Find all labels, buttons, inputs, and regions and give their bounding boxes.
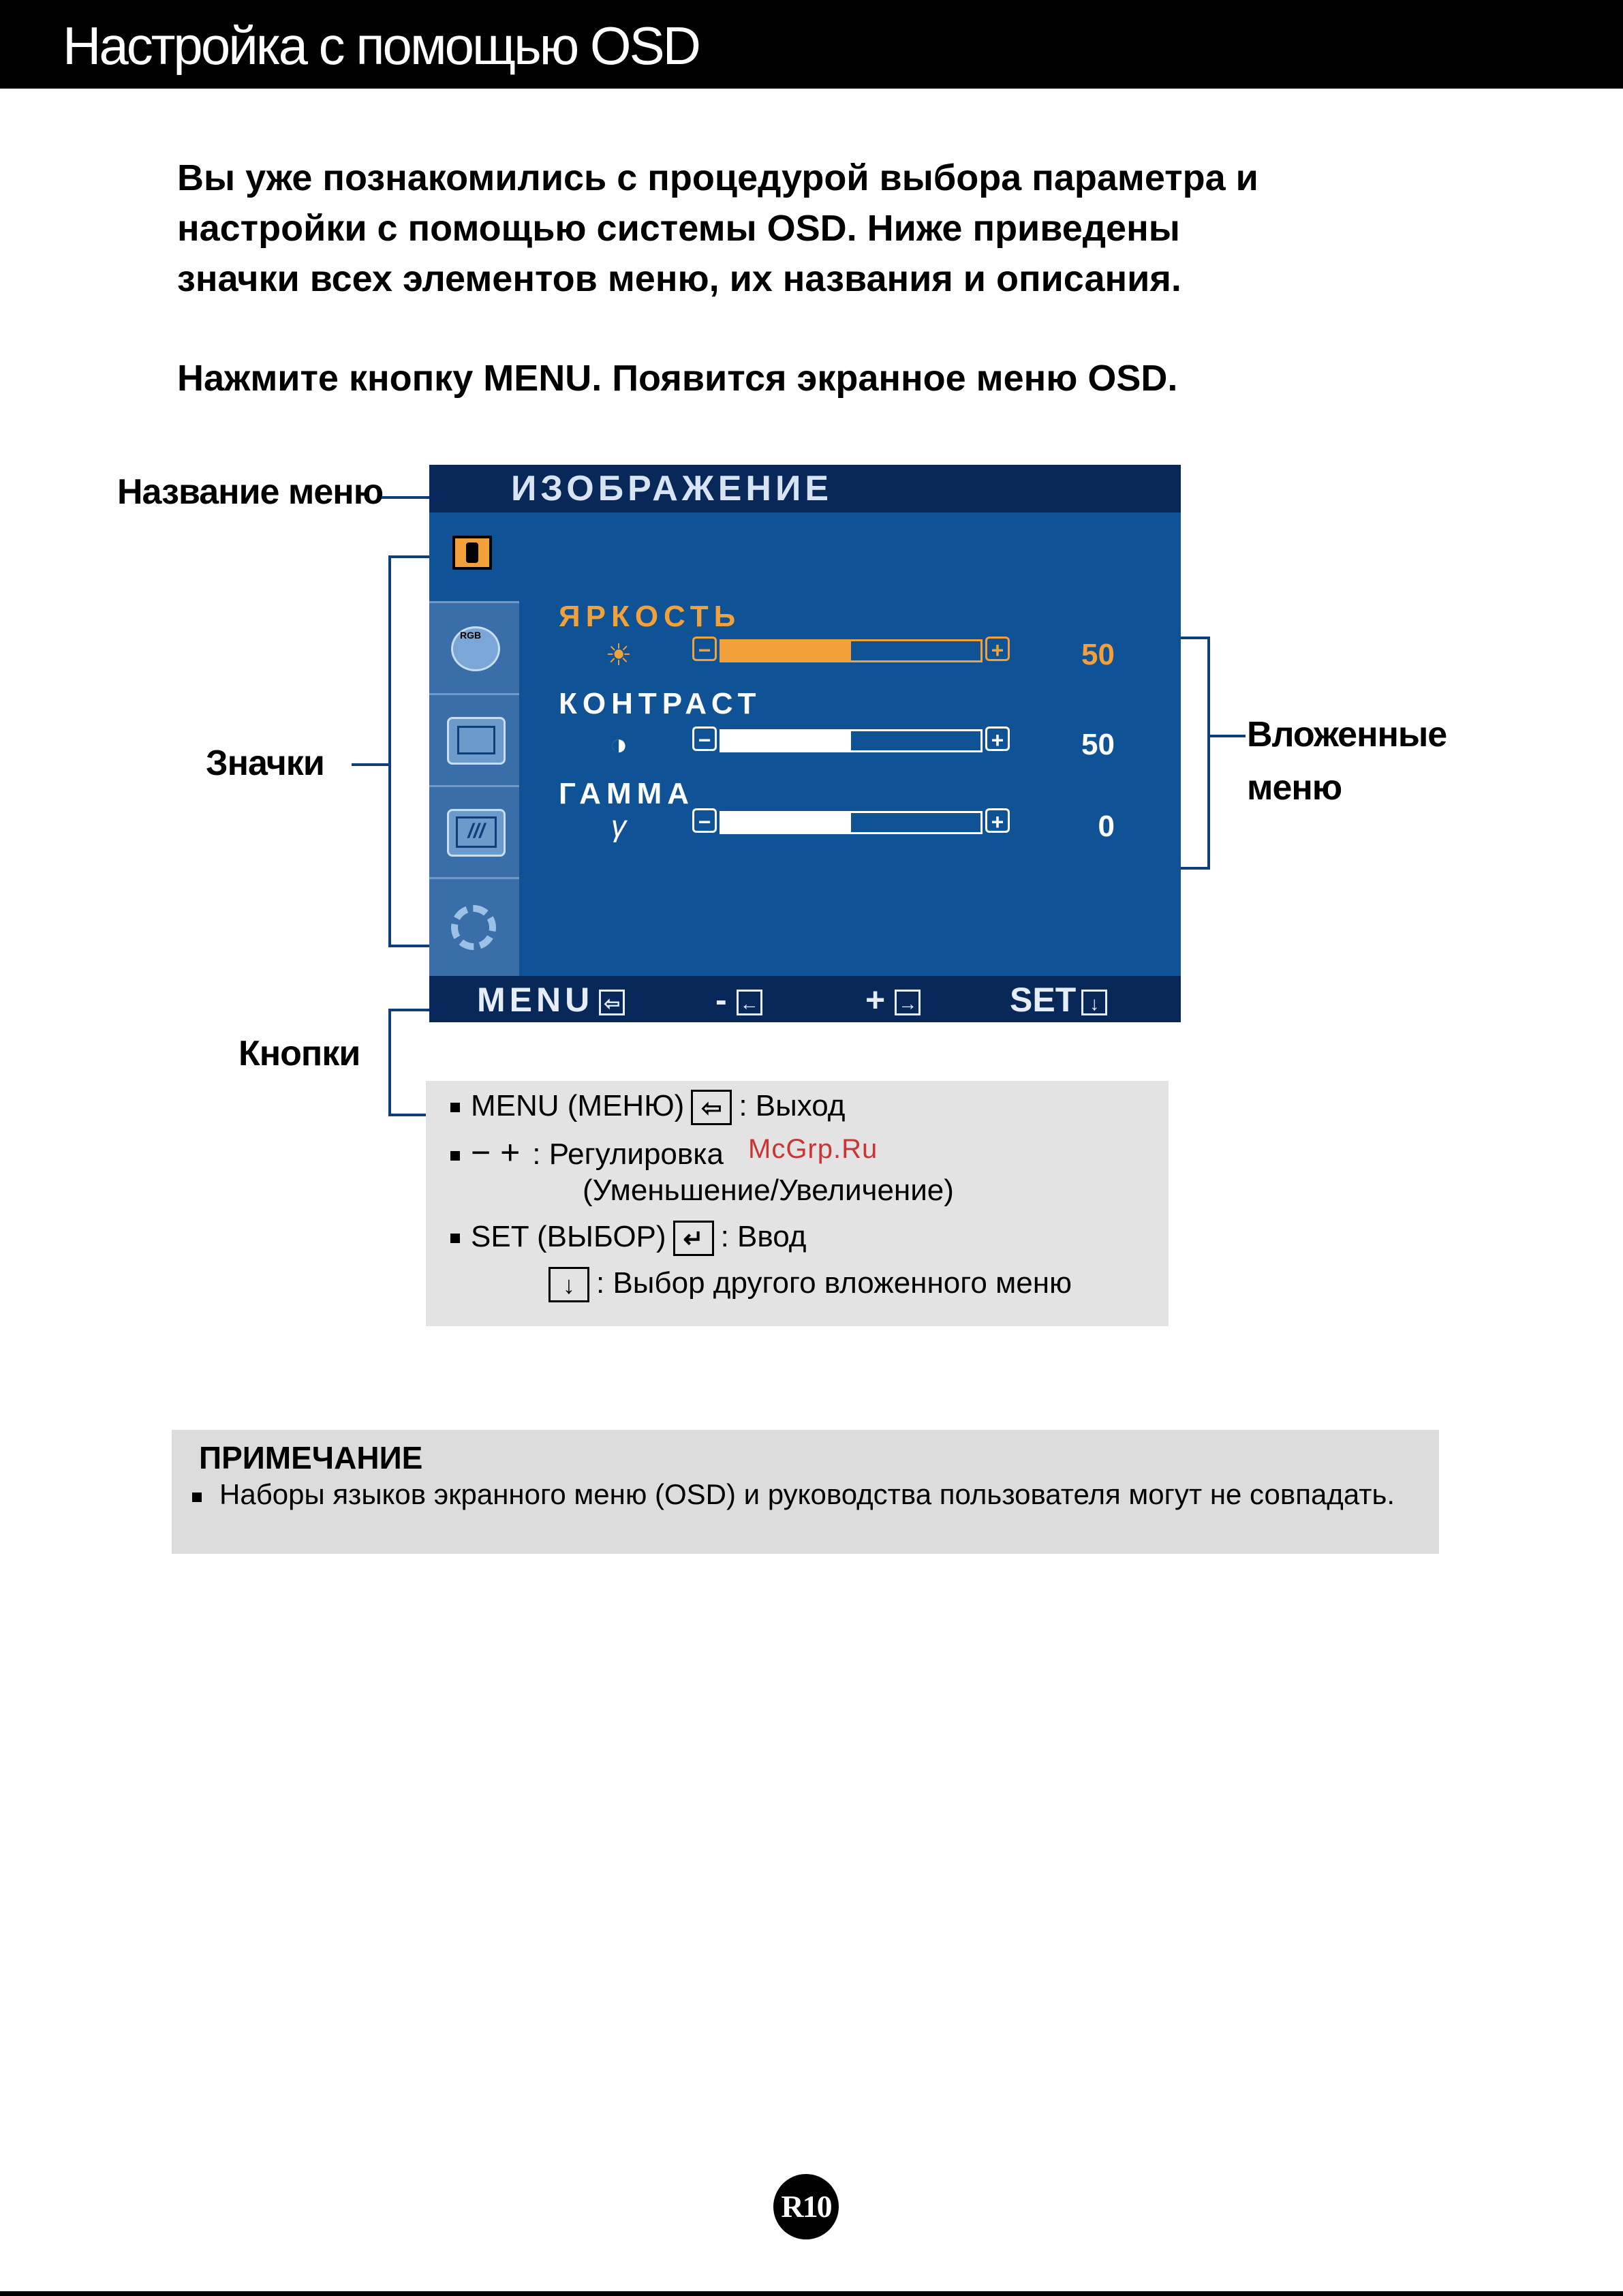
legend-menu: MENU (МЕНЮ)⇦: Выход [450, 1089, 846, 1126]
osd-title-bar: ИЗОБРАЖЕНИЕ [429, 465, 1181, 512]
contrast-value: 50 [1081, 728, 1115, 761]
screen-position-icon[interactable] [429, 693, 519, 785]
brightness-slider-track[interactable] [720, 639, 983, 662]
exit-icon: ⇦ [691, 1090, 732, 1126]
submenu-label-gamma[interactable]: ГАММА [559, 777, 695, 810]
callout-bracket-submenus [1207, 637, 1210, 870]
legend-down: ↓: Выбор другого вложенного меню [542, 1266, 1072, 1303]
bullet [192, 1493, 202, 1502]
brightness-slider-fill [722, 641, 851, 660]
plus-icon[interactable]: + [985, 726, 1010, 752]
note-heading: ПРИМЕЧАНИЕ [199, 1440, 423, 1475]
legend-menu-desc: : Выход [739, 1089, 846, 1122]
menu-button[interactable]: MENU⇦ [477, 980, 625, 1020]
callout-bracket-buttons-top [388, 1009, 429, 1011]
osd-menu-title: ИЗОБРАЖЕНИЕ [511, 469, 833, 508]
note-box: ПРИМЕЧАНИЕ Наборы языков экранного меню … [172, 1430, 1439, 1554]
exit-icon: ⇦ [599, 989, 625, 1015]
intro-line-2: настройки с помощью системы OSD. Ниже пр… [177, 208, 1180, 249]
page-header: Настройка с помощью OSD [0, 0, 1623, 89]
callout-submenus-line1: Вложенные [1247, 715, 1447, 754]
callout-bracket-submenus-top [1156, 637, 1210, 639]
gamma-value: 0 [1098, 810, 1115, 843]
page-title: Настройка с помощью OSD [63, 16, 701, 76]
intro-line-3: значки всех элементов меню, их названия … [177, 258, 1181, 299]
callout-bracket-buttons [388, 1009, 391, 1116]
minus-button[interactable]: -← [715, 980, 762, 1020]
legend-menu-text: MENU (МЕНЮ) [471, 1089, 685, 1122]
legend-set: SET (ВЫБОР)↵: Ввод [450, 1220, 807, 1257]
brightness-value: 50 [1081, 638, 1115, 671]
contrast-slider-track[interactable] [720, 729, 983, 752]
bottom-rule [0, 2291, 1623, 2296]
callout-menu-name: Название меню [117, 472, 384, 512]
submenu-label-brightness[interactable]: ЯРКОСТЬ [559, 600, 741, 633]
intro-line-1: Вы уже познакомились с процедурой выбора… [177, 157, 1258, 198]
osd-menu-panel: ИЗОБРАЖЕНИЕ RGB /// ЯРКОСТЬ ☀ − + 50 КОН… [429, 465, 1181, 1022]
arrow-left-icon: ← [736, 989, 762, 1015]
arrow-down-icon: ↓ [548, 1267, 589, 1303]
arrow-right-icon: → [895, 989, 921, 1015]
gamma-slider-track[interactable] [720, 811, 983, 834]
submenu-label-contrast[interactable]: КОНТРАСТ [559, 687, 762, 720]
monitor-icon[interactable] [429, 525, 519, 601]
brightness-icon: ☀ [605, 639, 632, 672]
tracking-icon[interactable]: /// [429, 785, 519, 877]
contrast-icon: ◑ [609, 728, 628, 761]
gamma-icon: γ [611, 810, 626, 843]
plus-icon[interactable]: + [985, 808, 1010, 833]
callout-bracket-icons-top [388, 555, 429, 558]
settings-gear-icon[interactable] [429, 877, 519, 978]
press-menu-instruction: Нажмите кнопку MENU. Появится экранное м… [177, 358, 1178, 399]
callout-buttons: Кнопки [238, 1034, 360, 1073]
callout-bracket-submenus-bottom [1156, 867, 1210, 870]
rgb-icon[interactable]: RGB [429, 601, 519, 693]
legend-down-desc: : Выбор другого вложенного меню [596, 1266, 1072, 1300]
bullet [450, 1151, 460, 1161]
legend-adjust: − + : Регулировка [450, 1133, 724, 1172]
note-text: Наборы языков экранного меню (OSD) и рук… [219, 1478, 1395, 1510]
bullet [450, 1103, 460, 1113]
bullet [450, 1234, 460, 1244]
legend-adjust-desc-2: (Уменьшение/Увеличение) [583, 1174, 954, 1207]
legend-adjust-keys: − + [471, 1133, 521, 1172]
set-button[interactable]: SET↓ [1010, 980, 1108, 1020]
arrow-down-icon: ↓ [1081, 989, 1108, 1015]
buttons-legend: MENU (МЕНЮ)⇦: Выход − + : Регулировка (Ум… [426, 1081, 1169, 1326]
callout-submenus-line2: меню [1247, 768, 1342, 808]
callout-icons: Значки [206, 744, 325, 783]
legend-set-text: SET (ВЫБОР) [471, 1220, 666, 1253]
minus-icon[interactable]: − [692, 637, 717, 662]
minus-icon[interactable]: − [692, 808, 717, 833]
legend-adjust-desc: : Регулировка [532, 1137, 724, 1171]
enter-icon: ↵ [673, 1221, 714, 1257]
set-button-label: SET [1010, 981, 1077, 1019]
callout-line-icons [352, 763, 390, 766]
callout-line-submenus [1207, 735, 1246, 737]
callout-bracket-icons [388, 555, 391, 947]
minus-button-label: - [715, 981, 731, 1019]
page-number: R10 [773, 2174, 839, 2239]
osd-button-bar: MENU⇦ -← +→ SET↓ [429, 976, 1181, 1022]
plus-button[interactable]: +→ [865, 980, 921, 1020]
gamma-slider-fill [722, 813, 851, 832]
legend-set-desc: : Ввод [720, 1220, 807, 1253]
callout-bracket-icons-bottom [388, 945, 429, 947]
minus-icon[interactable]: − [692, 726, 717, 752]
menu-button-label: MENU [477, 981, 594, 1019]
callout-bracket-buttons-bottom [388, 1114, 429, 1116]
watermark: McGrp.Ru [748, 1134, 878, 1164]
plus-icon[interactable]: + [985, 637, 1010, 662]
callout-line-menu-name [382, 496, 431, 499]
contrast-slider-fill [722, 731, 851, 750]
plus-button-label: + [865, 981, 890, 1019]
